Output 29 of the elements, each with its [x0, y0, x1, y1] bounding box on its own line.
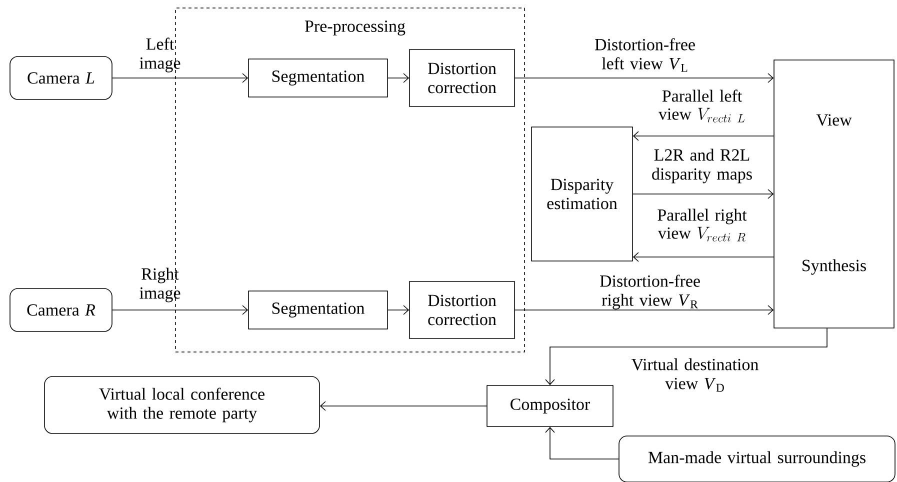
arrow: [112, 305, 248, 315]
edge-label: Distortion-free left view V$_{L}$: [594, 38, 695, 72]
arrow: [632, 252, 774, 262]
edge-label: $\begin{array}{c}\text{Parallel right}\\ \text{view } V_{recti\ R}\end{array}$: [658, 208, 747, 242]
arrow: [388, 73, 410, 83]
arrow: [320, 401, 487, 411]
rounded-box: Man-made virtual surroundings: [618, 436, 896, 482]
arrow: [632, 189, 774, 199]
process-box: Disparity estimation: [531, 126, 633, 262]
process-box: Distortion correction: [409, 49, 515, 107]
process-box: Distortion correction: [409, 281, 515, 339]
edge-label: L2R and R2L disparity maps: [652, 148, 752, 184]
process-box: Segmentation: [248, 290, 388, 330]
arrow: [545, 426, 619, 460]
arrow: [632, 131, 774, 141]
rounded-box: Camera R: [10, 288, 112, 332]
arrow: [545, 328, 828, 386]
arrow: [514, 73, 774, 83]
arrow: [388, 305, 410, 315]
arrow: [112, 73, 248, 83]
rounded-box: Camera L: [10, 56, 112, 100]
process-box: Compositor: [486, 385, 614, 427]
process-box: View Synthesis: [774, 60, 894, 328]
edge-label: $\begin{array}{c}\text{Parallel left}\\ \text{view } V_{recti\ L}\end{array}$: [658, 90, 745, 122]
arrow: [514, 305, 774, 315]
edge-label: Distortion-free right view V$_{R}$: [600, 274, 700, 310]
process-box: Segmentation: [248, 58, 388, 98]
edge-label: Virtual destination view V$_{D}$: [632, 358, 758, 392]
rounded-box: Virtual local conference with the remote party: [44, 376, 320, 434]
